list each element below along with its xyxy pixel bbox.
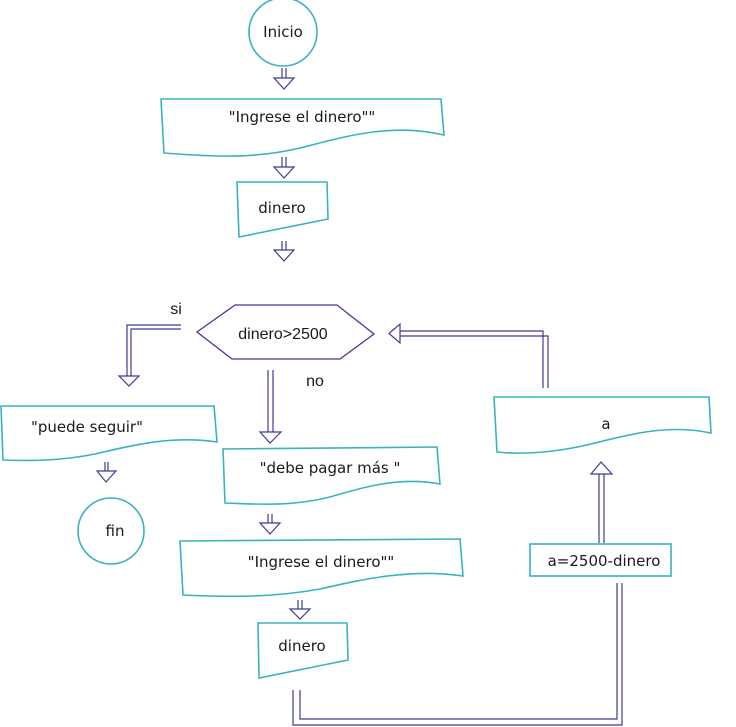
output-a-document: a (493, 396, 712, 454)
arrow-decision-yes (117, 324, 181, 387)
arrow-decision-no (258, 370, 283, 444)
prompt2-document: "Ingrese el dinero"" (179, 538, 464, 598)
arrow-start-to-prompt1 (272, 68, 296, 90)
start-label: Inicio (263, 23, 303, 41)
edge-label-yes: si (170, 301, 182, 318)
arrow-input2-to-calc (292, 583, 623, 726)
end-terminal: fin (77, 497, 145, 565)
input2-manual-input: dinero (257, 622, 349, 679)
output-a-label: a (601, 415, 610, 433)
input1-label: dinero (258, 199, 305, 217)
input1-manual-input: dinero (236, 181, 329, 238)
arrow-prompt1-to-input1 (272, 157, 296, 179)
prompt2-label: "Ingrese el dinero"" (248, 553, 395, 571)
input2-label: dinero (278, 637, 325, 655)
msg-pay-label: "debe pagar más " (260, 459, 401, 477)
calc-process: a=2500-dinero (529, 543, 672, 577)
arrow-msgok-to-end (95, 462, 118, 483)
arrow-prompt2-to-input2 (288, 600, 312, 620)
arrow-output-to-decision (388, 322, 549, 388)
arrow-calc-to-output (589, 461, 614, 543)
prompt1-label: "Ingrese el dinero"" (229, 108, 376, 126)
prompt1-document: "Ingrese el dinero"" (160, 98, 445, 157)
decision-hexagon: dinero>2500 (195, 304, 376, 360)
arrow-msgpay-to-prompt2 (258, 514, 282, 535)
start-terminal: Inicio (248, 0, 318, 67)
calc-label: a=2500-dinero (548, 552, 661, 570)
msg-pay-document: "debe pagar más " (222, 446, 441, 505)
decision-label: dinero>2500 (238, 326, 328, 343)
edge-label-no: no (306, 373, 324, 390)
arrow-input1-to-decision (272, 241, 296, 262)
msg-ok-label: "puede seguir" (31, 418, 143, 436)
msg-ok-document: "puede seguir" (0, 405, 218, 462)
end-label: fin (106, 522, 125, 540)
